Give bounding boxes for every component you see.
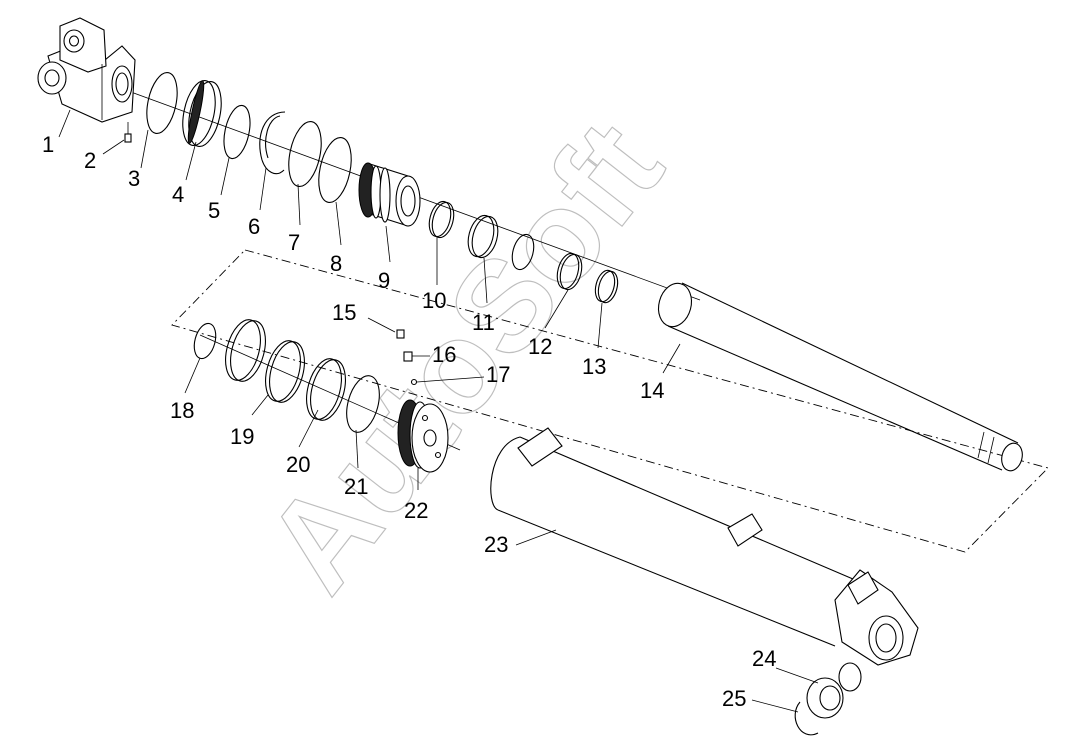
callout-13: 13 (582, 354, 606, 379)
callout-22: 22 (404, 498, 428, 523)
small-hardware (396, 329, 418, 386)
callout-16: 16 (432, 342, 456, 367)
callout-25: 25 (722, 686, 746, 711)
callout-20: 20 (286, 452, 310, 477)
callout-3: 3 (128, 166, 140, 191)
part-piston-rod (657, 282, 1023, 472)
callout-15: 15 (332, 300, 356, 325)
part-bushing-circlip (794, 662, 862, 736)
callout-labels: 1 2 3 4 5 6 7 8 9 10 11 12 13 14 15 16 1… (42, 132, 776, 711)
callout-6: 6 (248, 214, 260, 239)
callout-23: 23 (484, 532, 508, 557)
watermark: AutoSoft (237, 95, 690, 617)
callout-7: 7 (288, 230, 300, 255)
part-cylinder-barrel (490, 427, 919, 666)
callout-24: 24 (752, 646, 776, 671)
upper-seal-rings (146, 71, 352, 203)
callout-21: 21 (344, 474, 368, 499)
callout-5: 5 (208, 198, 220, 223)
callout-2: 2 (84, 148, 96, 173)
callout-18: 18 (170, 398, 194, 423)
callout-19: 19 (230, 424, 254, 449)
assembly-outline (171, 249, 1049, 553)
callout-14: 14 (640, 378, 664, 403)
callout-11: 11 (472, 310, 495, 335)
callout-8: 8 (330, 251, 342, 276)
callout-17: 17 (486, 362, 510, 387)
piston-seal-rings (193, 319, 380, 433)
callout-10: 10 (422, 288, 446, 313)
callout-12: 12 (528, 334, 552, 359)
part-grease-nipple (124, 122, 132, 143)
callout-9: 9 (378, 268, 390, 293)
rod-seal-rings (428, 200, 619, 304)
part-gland (358, 162, 421, 227)
callout-4: 4 (172, 182, 184, 207)
callout-1: 1 (42, 132, 54, 157)
part-piston (397, 399, 449, 473)
part-clevis (37, 17, 136, 123)
leader-lines (58, 109, 819, 713)
